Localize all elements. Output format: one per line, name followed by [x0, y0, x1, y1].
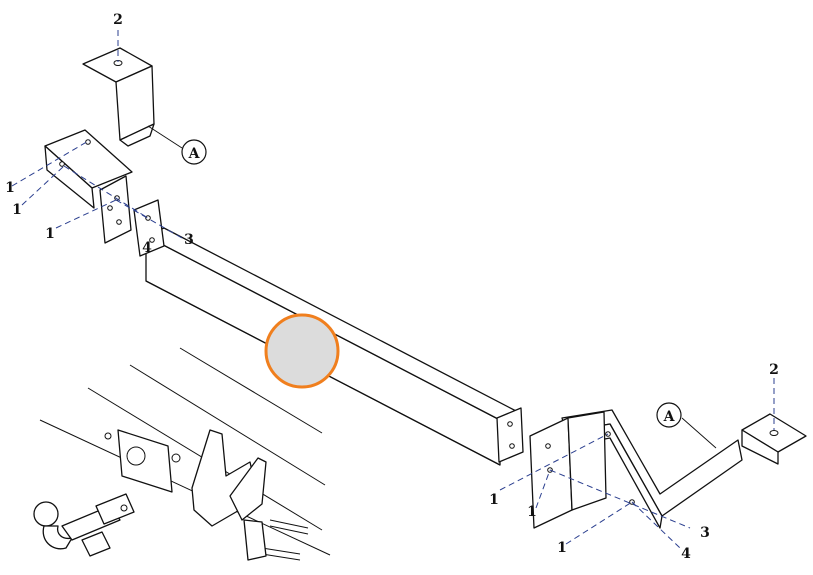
assembly-axes: [11, 30, 775, 549]
callout-a-right: A: [656, 402, 682, 428]
left-side-plate: [99, 175, 132, 244]
callout-label: A: [663, 409, 676, 425]
right-bracket: [529, 409, 807, 529]
beam-right-end-plate: [496, 407, 524, 463]
part-number-2: 2: [769, 362, 779, 378]
callout-a-left: A: [181, 139, 207, 165]
part-number-1: 1: [12, 202, 22, 218]
part-number-1: 1: [489, 492, 499, 508]
mount-plates: [191, 429, 309, 561]
callout-leaders: [147, 125, 717, 449]
socket-plate: [104, 429, 181, 493]
part-number-1: 1: [45, 226, 55, 242]
part-number-1: 1: [557, 540, 567, 556]
part-number-1: 1: [5, 180, 15, 196]
part-number-3: 3: [184, 232, 194, 248]
part-number-4: 4: [142, 240, 152, 256]
tow-ball-assembly: [33, 493, 135, 557]
left-bracket: [44, 47, 155, 244]
callout-label: A: [188, 146, 201, 162]
part-number-2: 2: [113, 12, 123, 28]
part-number-1: 1: [527, 504, 537, 520]
part-number-4: 4: [681, 546, 691, 562]
part-number-3: 3: [700, 525, 710, 541]
tow-ball: [33, 501, 59, 527]
highlight-marker[interactable]: [264, 313, 340, 389]
part-numbers: 2 1 1 1 3 4 2 1 1 1 3 4: [5, 12, 779, 562]
